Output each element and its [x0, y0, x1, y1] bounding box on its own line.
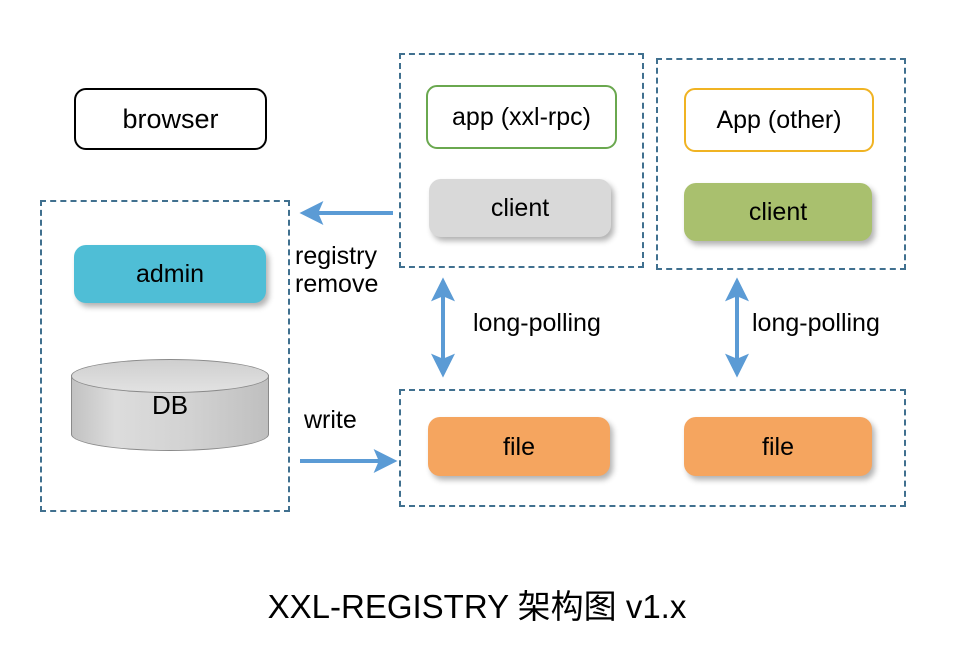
- app-xxl-rpc-label: app (xxl-rpc): [452, 103, 591, 131]
- client-xxl-rpc-node[interactable]: client: [429, 179, 611, 237]
- file-store-group-frame: [399, 389, 906, 507]
- app-xxl-rpc-node[interactable]: app (xxl-rpc): [426, 85, 617, 149]
- db-cylinder-top: [71, 359, 269, 393]
- registry-remove-edge-label: registry remove: [295, 242, 379, 298]
- diagram-caption: XXL-REGISTRY 架构图 v1.x: [267, 588, 687, 625]
- file-right-label: file: [762, 432, 794, 461]
- admin-node[interactable]: admin: [74, 245, 266, 303]
- browser-node[interactable]: browser: [74, 88, 267, 150]
- long-polling-left-edge-label: long-polling: [473, 309, 601, 337]
- app-other-group-frame: [656, 58, 906, 270]
- browser-label: browser: [122, 103, 219, 134]
- file-left-label: file: [503, 432, 535, 461]
- admin-label: admin: [135, 260, 205, 288]
- client-other-node[interactable]: client: [684, 183, 872, 241]
- db-label: DB: [151, 389, 189, 420]
- file-left-node[interactable]: file: [428, 417, 610, 476]
- app-other-label: App (other): [716, 106, 842, 134]
- client-other-label: client: [748, 198, 808, 226]
- file-right-node[interactable]: file: [684, 417, 872, 476]
- app-xxl-rpc-group-frame: [399, 53, 644, 268]
- write-edge-label: write: [304, 406, 357, 434]
- db-node[interactable]: DB: [71, 359, 269, 451]
- registry-server-group-frame: [40, 200, 290, 512]
- client-xxl-rpc-label: client: [490, 194, 550, 222]
- long-polling-right-edge-label: long-polling: [752, 309, 880, 337]
- app-other-node[interactable]: App (other): [684, 88, 874, 152]
